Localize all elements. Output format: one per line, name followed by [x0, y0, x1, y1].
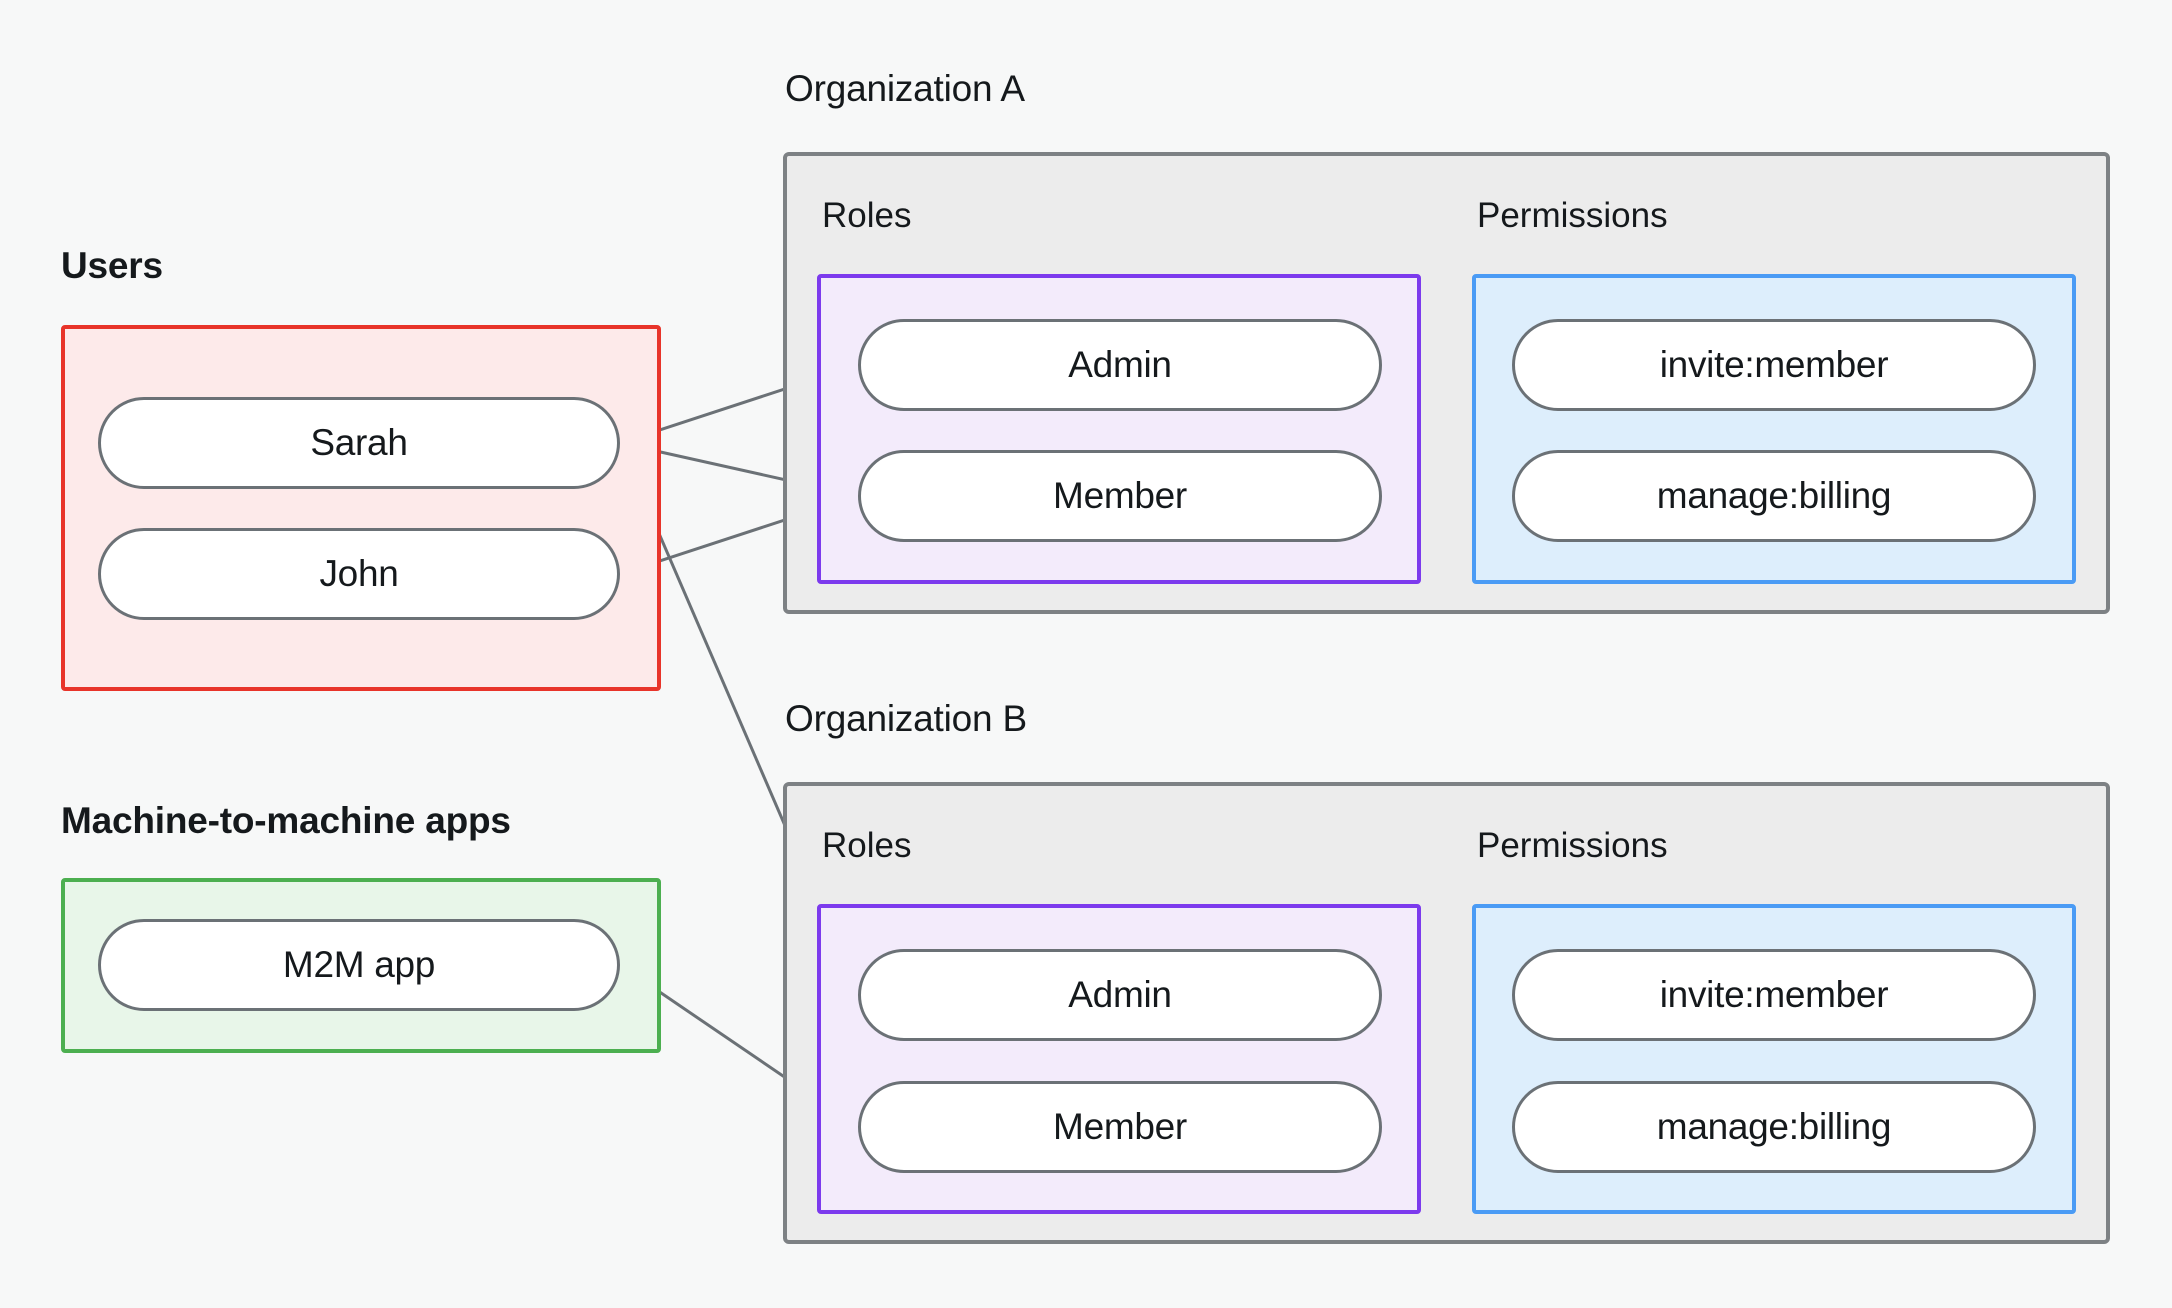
node-org-b-invite-member[interactable]: invite:member [1512, 949, 2036, 1041]
users-group-box [61, 325, 661, 691]
node-john[interactable]: John [98, 528, 620, 620]
node-org-a-admin[interactable]: Admin [858, 319, 1382, 411]
users-caption: Users [61, 245, 163, 286]
node-org-a-member[interactable]: Member [858, 450, 1382, 542]
org-a-permissions-caption: Permissions [1477, 196, 1668, 235]
node-m2m-app[interactable]: M2M app [98, 919, 620, 1011]
node-org-a-invite-member[interactable]: invite:member [1512, 319, 2036, 411]
node-org-b-manage-billing[interactable]: manage:billing [1512, 1081, 2036, 1173]
org-b-caption: Organization B [785, 698, 1027, 739]
org-a-roles-caption: Roles [822, 196, 912, 235]
org-b-permissions-caption: Permissions [1477, 826, 1668, 865]
org-b-roles-caption: Roles [822, 826, 912, 865]
node-sarah[interactable]: Sarah [98, 397, 620, 489]
node-org-b-member[interactable]: Member [858, 1081, 1382, 1173]
m2m-caption: Machine-to-machine apps [61, 800, 511, 841]
node-org-a-manage-billing[interactable]: manage:billing [1512, 450, 2036, 542]
org-a-caption: Organization A [785, 68, 1025, 109]
node-org-b-admin[interactable]: Admin [858, 949, 1382, 1041]
